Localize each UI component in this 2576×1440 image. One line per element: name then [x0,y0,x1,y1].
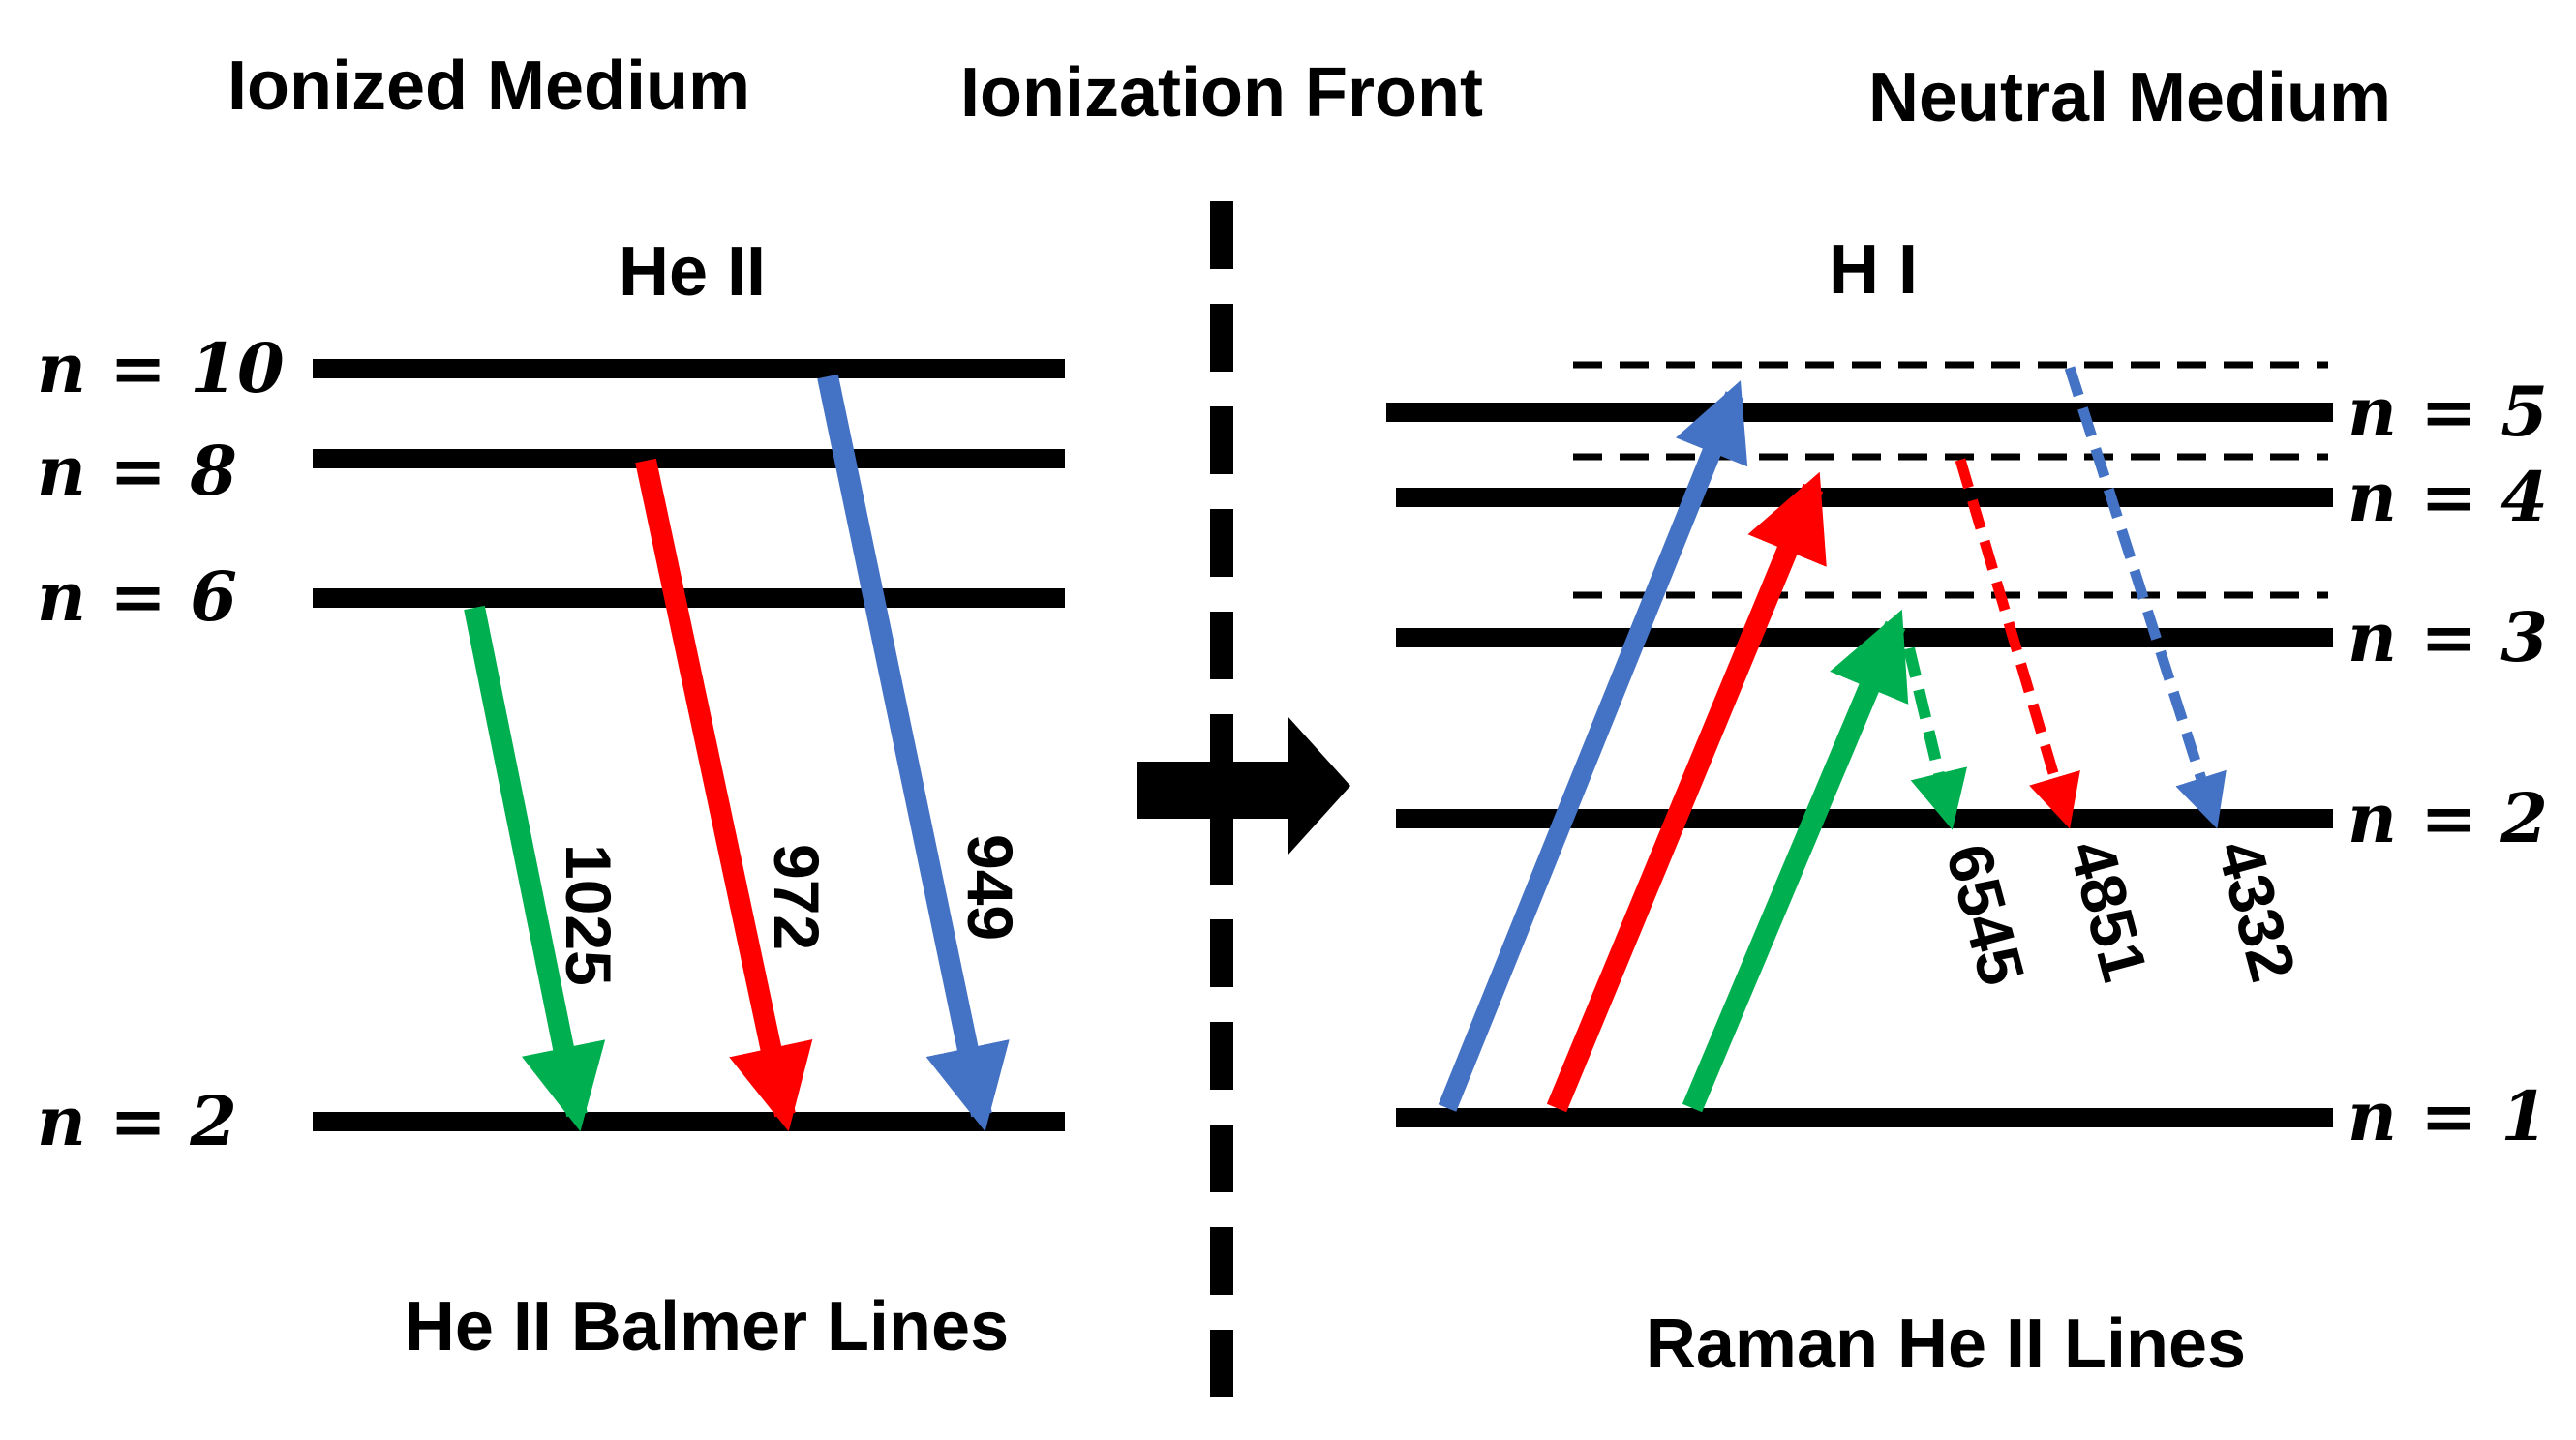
h-level-label-n5: n = 5 [2348,372,2548,452]
heading-ionized-medium: Ionized Medium [227,47,750,125]
virtual-levels [1573,361,2328,599]
balmer-arrow-972 [635,458,813,1132]
raman-excitation-red [1546,471,1827,1113]
species-he-ii: He II [619,233,766,311]
h-level-label-n4: n = 4 [2348,457,2548,537]
balmer-arrow-1025 [464,605,606,1132]
raman-scatter-6545 [1903,646,1968,830]
balmer-label-1025: 1025 [553,844,624,986]
raman-excitation-green [1682,609,1909,1113]
he-level-label-n6: n = 6 [37,556,237,637]
balmer-label-972: 972 [761,844,833,950]
balmer-arrow-949 [817,374,1010,1132]
raman-label-4332: 4332 [2203,832,2309,988]
h-i-levels [1386,403,2333,1127]
h-level-label-n2: n = 2 [2348,778,2548,858]
balmer-label-949: 949 [955,834,1026,941]
he-level-label-n2: n = 2 [37,1081,237,1161]
raman-excitation-blue [1438,380,1748,1112]
caption-he-ii-balmer-lines: He II Balmer Lines [405,1288,1009,1365]
raman-label-6545: 6545 [1932,836,2038,992]
h-level-label-n3: n = 3 [2348,597,2548,677]
raman-scatter-4332 [2064,366,2227,829]
species-h-i: H I [1829,231,1918,309]
raman-label-4851: 4851 [2055,832,2161,988]
raman-scatter-4851 [1955,458,2080,829]
heading-neutral-medium: Neutral Medium [1868,59,2391,136]
propagation-arrow [1137,716,1350,855]
he-level-label-n8: n = 8 [37,431,237,511]
h-level-label-n1: n = 1 [2348,1076,2548,1156]
he-level-label-n10: n = 10 [37,328,285,408]
caption-raman-he-ii-lines: Raman He II Lines [1646,1305,2246,1383]
heading-ionization-front: Ionization Front [960,54,1483,132]
